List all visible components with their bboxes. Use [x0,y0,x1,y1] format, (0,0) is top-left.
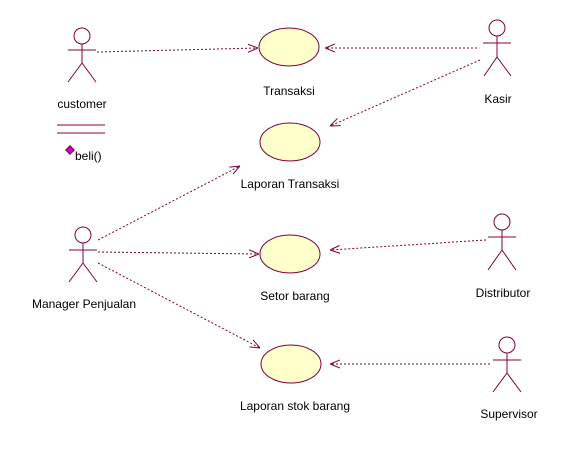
relations [96,48,490,364]
actor-icon-head [498,336,516,354]
relation-customer-transaksi [96,48,258,52]
use-case-ellipse [259,234,321,274]
actor-label-customer: customer [57,97,106,111]
relation-distributor-setor-barang [330,239,487,250]
use-case-label: Laporan Transaksi [241,177,340,191]
actor-supervisor[interactable] [492,336,522,393]
use-case-transaksi[interactable]: Transaksi [258,27,320,98]
actor-label-manager: Manager Penjualan [32,297,136,311]
relation-manager-laporan-transaksi [97,166,240,241]
use-case-ellipse [259,122,321,162]
actor-customer[interactable] [67,27,97,83]
relation-manager-setor-barang [97,252,259,254]
relation-manager-laporan-stok [97,262,260,348]
actor-icon-head [493,213,511,231]
relation-kasir-laporan-transaksi [330,59,481,126]
use-case-laporan-transaksi[interactable]: Laporan Transaksi [241,122,340,191]
use-case-setor-barang[interactable]: Setor barang [259,234,330,303]
actor-icon-head [74,226,92,244]
actor-label-supervisor: Supervisor [480,407,537,421]
actor-manager[interactable] [68,226,98,283]
use-case-ellipse [260,344,322,384]
operation-icon [65,145,75,155]
actor-icon-head [488,19,506,37]
actor-label-distributor: Distributor [476,286,531,300]
use-case-label: Setor barang [260,289,329,303]
customer-class-compartment: beli() [57,124,105,163]
use-case-label: Transaksi [263,84,315,98]
use-case-ellipse [258,27,320,67]
customer-operation: beli() [75,149,102,163]
use-case-label: Laporan stok barang [240,399,350,413]
use-case-laporan-stok[interactable]: Laporan stok barang [240,344,350,413]
actor-label-kasir: Kasir [484,92,511,106]
actor-kasir[interactable] [483,19,512,77]
actor-icon-head [73,27,91,45]
actor-distributor[interactable] [487,213,517,271]
